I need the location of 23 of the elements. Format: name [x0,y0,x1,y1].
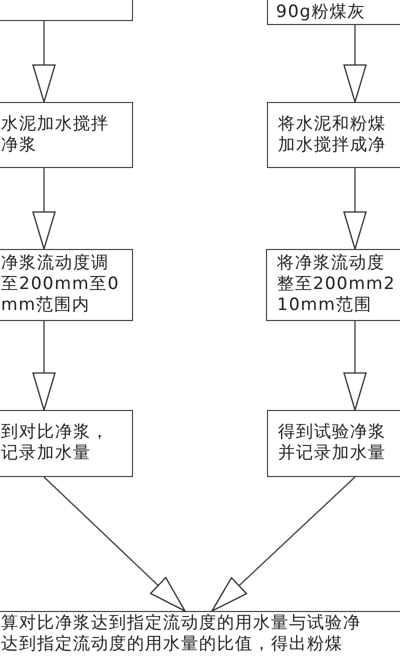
step-text: 得到试验净浆并记录加水量 [278,422,387,464]
arrow [343,321,367,411]
step-text: 到对比净浆，记录加水量 [1,422,110,464]
arrow [32,321,56,411]
arrow [32,168,56,250]
step-text: 将净浆流动度整至200mm210mm范围 [277,253,396,316]
process-box [267,410,400,477]
step-text: 算对比净浆达到指定流动度的用水量与试验净 [1,613,362,634]
step-text: 将水泥和粉煤加水搅拌成净 [278,114,387,156]
process-box [266,249,400,321]
process-box [267,102,400,168]
process-box [0,410,133,477]
step-text: 90g粉煤灰 [276,2,366,23]
process-box [0,249,133,321]
arrow [343,168,367,250]
arrow [44,476,186,612]
arrow [343,25,367,103]
process-box [0,102,133,168]
step-text: 达到指定流动度的用水量的比值，得出粉煤 [1,634,344,655]
step-text: 水泥加水搅拌净浆 [1,114,110,156]
step-text: 净浆流动度调至200mm至0mm范围内 [1,253,120,316]
arrow [32,21,56,103]
arrow [211,476,356,612]
